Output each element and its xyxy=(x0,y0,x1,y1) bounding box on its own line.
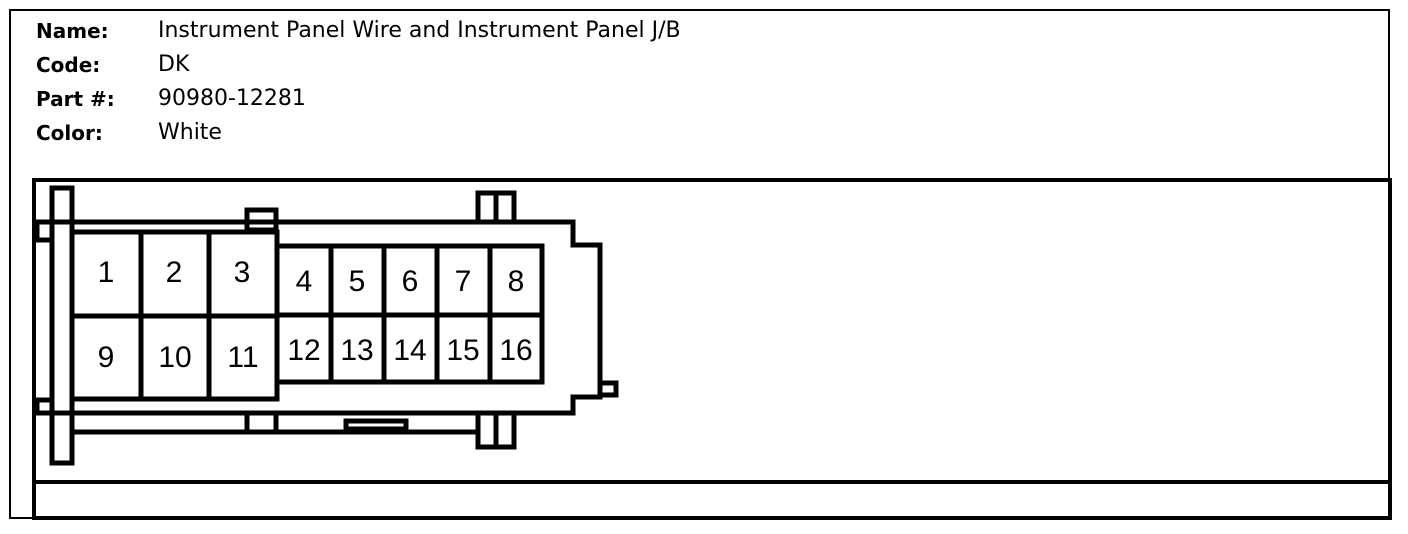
pin-12: 12 xyxy=(287,334,320,367)
pin-5: 5 xyxy=(349,265,366,298)
pin-9: 9 xyxy=(98,341,115,374)
diagram-frame xyxy=(32,178,1392,520)
part-label: Part #: xyxy=(36,87,115,111)
pin-11: 11 xyxy=(227,341,258,374)
pin-14: 14 xyxy=(393,334,426,367)
name-value: Instrument Panel Wire and Instrument Pan… xyxy=(158,18,681,43)
color-value: White xyxy=(158,120,222,145)
left-bracket xyxy=(49,185,75,466)
pin-13: 13 xyxy=(340,334,373,367)
code-value: DK xyxy=(158,52,190,77)
pin-2: 2 xyxy=(166,256,183,289)
pin-3: 3 xyxy=(234,256,251,289)
pin-15: 15 xyxy=(446,334,479,367)
pin-10: 10 xyxy=(158,341,191,374)
pin-1: 1 xyxy=(98,256,115,289)
pin-16: 16 xyxy=(499,334,532,367)
pin-6: 6 xyxy=(402,265,419,298)
pin-4: 4 xyxy=(296,265,313,298)
bottom-latch xyxy=(343,418,409,432)
code-label: Code: xyxy=(36,53,101,77)
diagram-footer-divider xyxy=(32,480,1392,484)
name-label: Name: xyxy=(36,19,109,43)
pin-7: 7 xyxy=(455,265,472,298)
color-label: Color: xyxy=(36,121,103,145)
part-value: 90980-12281 xyxy=(158,86,306,111)
pin-8: 8 xyxy=(508,265,525,298)
